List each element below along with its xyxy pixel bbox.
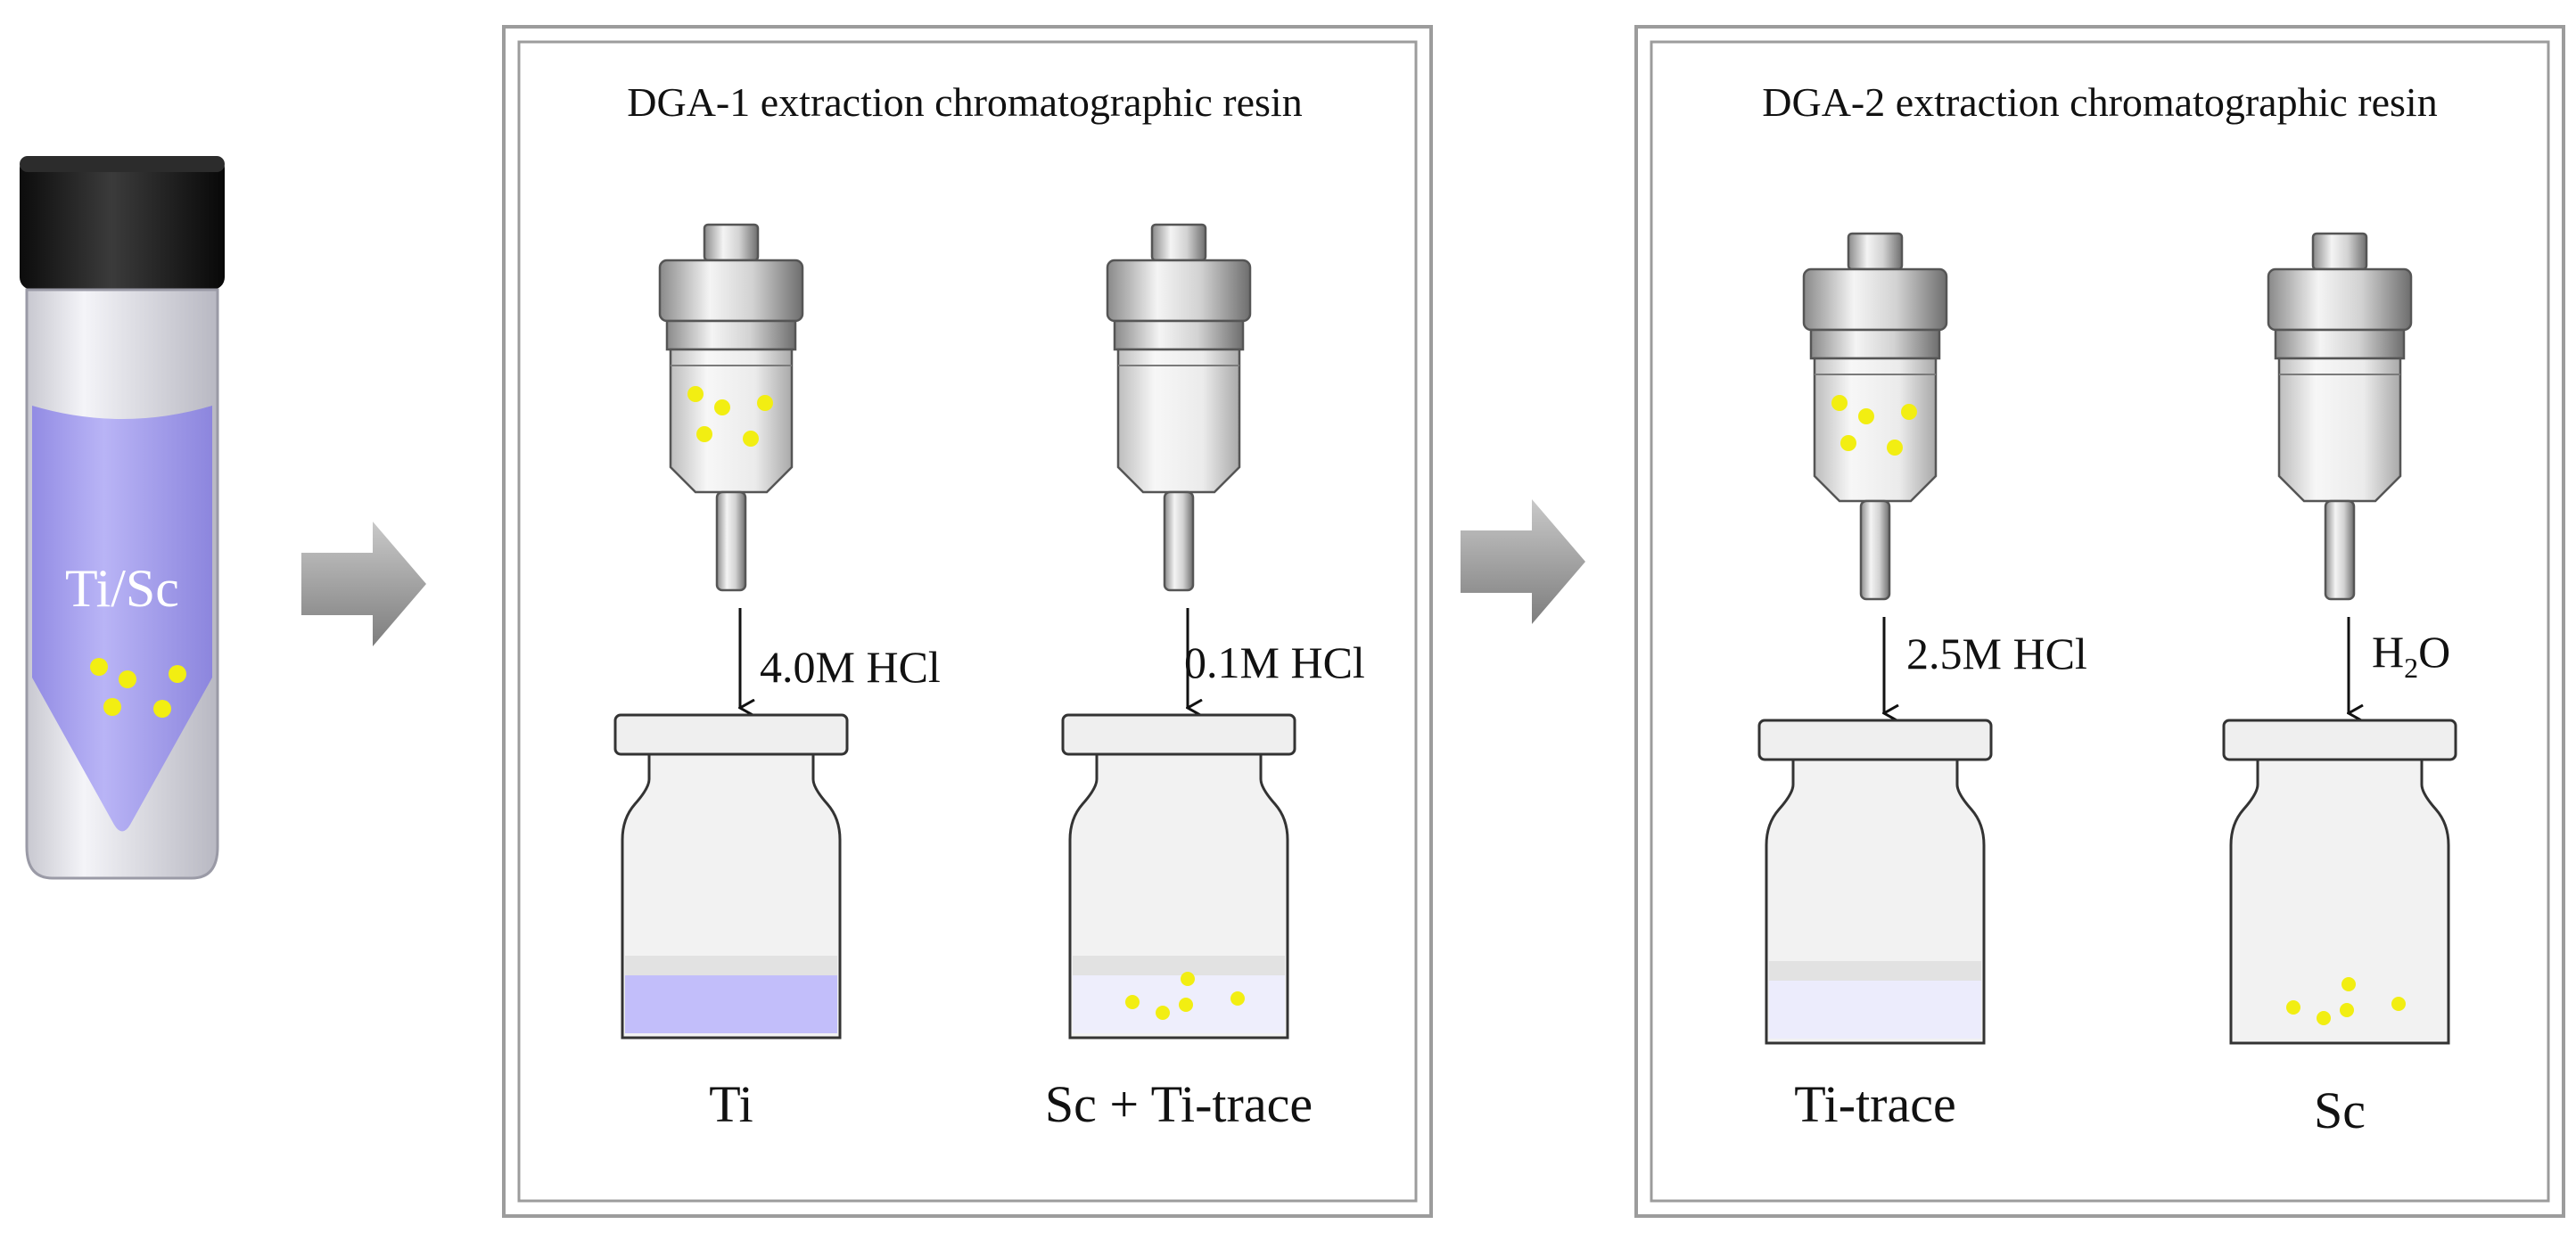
eluent-label: 4.0M HCl	[760, 642, 941, 692]
particle	[1156, 1006, 1170, 1020]
vial-label: Ti/Sc	[65, 559, 179, 618]
panel-title: DGA-1 extraction chromatographic resin	[627, 79, 1302, 125]
right-arrow-icon	[301, 522, 426, 646]
particle	[1831, 395, 1848, 411]
particle	[90, 658, 108, 676]
collection-bottle	[613, 713, 849, 1040]
fraction-label: Ti-trace	[1794, 1075, 1955, 1133]
particle	[103, 698, 121, 716]
eluent-label: H2O	[2372, 627, 2450, 684]
particle	[119, 670, 136, 688]
particle	[743, 431, 759, 447]
eluent-label: 2.5M HCl	[1906, 629, 2087, 678]
resin-column	[1106, 223, 1252, 592]
panel-dga-2: DGA-2 extraction chromatographic resin	[1634, 25, 2565, 1218]
particle	[714, 399, 730, 415]
particle	[2286, 1000, 2300, 1015]
fraction-label: Ti	[709, 1075, 753, 1133]
particle	[696, 426, 712, 442]
column-assembly-col-2: 0.1M HCl Sc + Ti-trace	[1045, 223, 1365, 1133]
fraction-liquid	[1769, 981, 1981, 1039]
particle	[687, 386, 704, 402]
particle	[1887, 440, 1903, 456]
resin-column	[1802, 232, 1948, 601]
particle	[153, 700, 171, 718]
right-arrow-icon	[1461, 499, 1585, 624]
eluent-text: 2.5M HCl	[1906, 629, 2087, 678]
column-assembly-col-4: H2O Sc	[2222, 232, 2457, 1139]
fraction-liquid	[1073, 975, 1285, 1033]
panel-dga-1: DGA-1 extraction chromatographic resin	[502, 25, 1433, 1218]
eluent-tail: O	[2418, 627, 2450, 677]
collection-bottle	[1757, 719, 1993, 1045]
particle	[1901, 404, 1917, 420]
particle	[169, 665, 186, 683]
fraction-liquid	[625, 975, 837, 1033]
flow-arrow-2	[1461, 499, 1585, 624]
vial-cap	[20, 156, 225, 290]
eluent-text: 0.1M HCl	[1184, 637, 1365, 687]
particle	[1230, 991, 1245, 1006]
particle	[2391, 997, 2406, 1011]
particle	[1858, 408, 1874, 424]
flow-arrow-1	[301, 522, 426, 646]
resin-column	[2267, 232, 2413, 601]
vial-particles	[90, 658, 186, 718]
eluent-subscript: 2	[2404, 652, 2418, 684]
eluent-text: 4.0M HCl	[760, 642, 941, 692]
particle	[2317, 1011, 2331, 1025]
particle	[1181, 972, 1195, 986]
collection-bottle	[1061, 713, 1296, 1040]
particle	[1840, 435, 1856, 451]
collection-bottle	[2222, 719, 2457, 1045]
particle	[2340, 1003, 2354, 1017]
fraction-label: Sc	[2314, 1081, 2366, 1139]
eluent-label: 0.1M HCl	[1184, 637, 1365, 687]
resin-column	[658, 223, 804, 592]
source-vial: Ti/Sc	[20, 156, 225, 880]
eluent-text: H	[2372, 627, 2404, 677]
particle	[1179, 998, 1193, 1012]
particle	[2341, 977, 2356, 991]
panel-title: DGA-2 extraction chromatographic resin	[1762, 79, 2437, 125]
particle	[757, 395, 773, 411]
fraction-label: Sc + Ti-trace	[1045, 1075, 1313, 1133]
vial-liquid	[32, 406, 212, 832]
particle	[1125, 995, 1140, 1009]
